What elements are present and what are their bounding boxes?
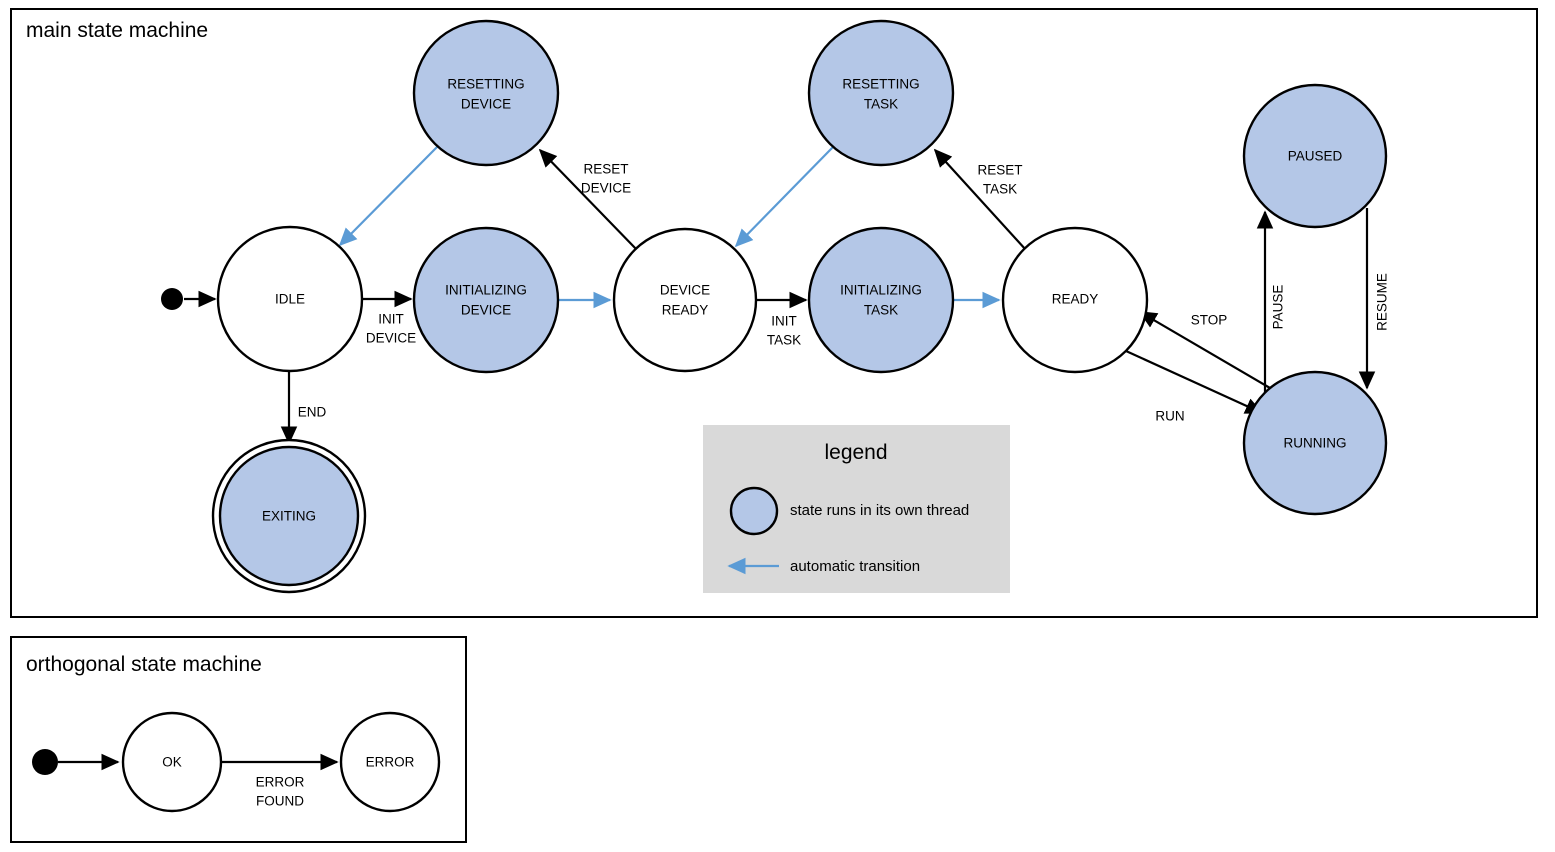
legend-title: legend: [824, 441, 887, 464]
state-device-ready-shape: [612, 227, 758, 373]
legend-threaded-state-text: state runs in its own thread: [790, 502, 969, 519]
state-running[interactable]: RUNNING: [1242, 370, 1388, 516]
legend: legend state runs in its own thread auto…: [703, 425, 1010, 593]
state-error-shape: [339, 711, 441, 813]
edge-device-ready-to-resetting-device: [538, 148, 638, 251]
edge-label-error-found-line1: ERROR: [256, 775, 305, 790]
state-running-shape: [1242, 370, 1388, 516]
state-resetting-task-label-line2: TASK: [864, 97, 898, 112]
state-paused[interactable]: PAUSED: [1242, 83, 1388, 229]
orthogonal-initial-state-dot: [32, 749, 58, 775]
state-resetting-device[interactable]: RESETTING DEVICE: [412, 19, 560, 167]
state-ok-label: OK: [162, 755, 182, 770]
edge-label-init-task-line2: TASK: [767, 333, 801, 348]
legend-threaded-state-icon: [729, 486, 779, 536]
state-running-label: RUNNING: [1284, 436, 1347, 451]
state-ok[interactable]: OK: [121, 711, 223, 813]
edge-label-init-task-line1: INIT: [771, 314, 797, 329]
state-idle-shape: [216, 225, 364, 373]
state-resetting-task-label-line1: RESETTING: [842, 77, 919, 92]
state-device-ready-label-line2: READY: [662, 303, 709, 318]
state-exiting-label: EXITING: [262, 509, 316, 524]
state-initializing-task[interactable]: INITIALIZING TASK: [807, 226, 955, 374]
state-initializing-device-label-line1: INITIALIZING: [445, 283, 527, 298]
orthogonal-frame-title: orthogonal state machine: [26, 653, 262, 676]
state-resetting-device-label-line1: RESETTING: [447, 77, 524, 92]
edge-label-reset-device-line1: RESET: [583, 162, 628, 177]
edge-label-reset-task-line2: TASK: [983, 182, 1017, 197]
state-resetting-task-shape: [807, 19, 955, 167]
edge-label-resume: RESUME: [1375, 273, 1390, 331]
state-error-label: ERROR: [366, 755, 415, 770]
edge-label-run: RUN: [1155, 409, 1184, 424]
state-resetting-device-label-line2: DEVICE: [461, 97, 511, 112]
edge-label-pause: PAUSE: [1271, 285, 1286, 330]
state-exiting[interactable]: EXITING: [211, 438, 367, 594]
edge-running-to-ready: [1138, 311, 1271, 389]
state-initializing-device[interactable]: INITIALIZING DEVICE: [412, 226, 560, 374]
state-ready-shape: [1001, 226, 1149, 374]
edge-ready-to-running: [1125, 349, 1264, 415]
edge-resetting-device-to-idle: [338, 145, 439, 247]
edge-label-init-device-line1: INIT: [378, 312, 404, 327]
state-ok-shape: [121, 711, 223, 813]
initial-state-dot: [161, 288, 183, 310]
edge-resetting-task-to-device-ready: [734, 146, 834, 248]
state-idle-label: IDLE: [275, 292, 305, 307]
edge-label-error-found-line2: FOUND: [256, 794, 304, 809]
state-exiting-shape: [218, 445, 360, 587]
state-ready[interactable]: READY: [1001, 226, 1149, 374]
state-initializing-task-label-line1: INITIALIZING: [840, 283, 922, 298]
state-device-ready[interactable]: DEVICE READY: [612, 227, 758, 373]
main-frame-title: main state machine: [26, 19, 208, 42]
edge-ready-to-resetting-task: [933, 148, 1027, 251]
state-initializing-task-shape: [807, 226, 955, 374]
state-paused-shape: [1242, 83, 1388, 229]
state-initializing-device-label-line2: DEVICE: [461, 303, 511, 318]
state-initializing-device-shape: [412, 226, 560, 374]
edge-label-end: END: [298, 405, 327, 420]
state-device-ready-label-line1: DEVICE: [660, 283, 710, 298]
edge-label-init-device-line2: DEVICE: [366, 331, 416, 346]
edge-label-reset-device-line2: DEVICE: [581, 181, 631, 196]
legend-auto-transition-text: automatic transition: [790, 558, 920, 575]
state-idle[interactable]: IDLE: [216, 225, 364, 373]
edge-label-reset-task-line1: RESET: [977, 163, 1022, 178]
edge-label-stop: STOP: [1191, 313, 1228, 328]
state-error[interactable]: ERROR: [339, 711, 441, 813]
state-initializing-task-label-line2: TASK: [864, 303, 898, 318]
state-resetting-device-shape: [412, 19, 560, 167]
state-ready-label: READY: [1052, 292, 1099, 307]
state-resetting-task[interactable]: RESETTING TASK: [807, 19, 955, 167]
state-paused-label: PAUSED: [1288, 149, 1343, 164]
